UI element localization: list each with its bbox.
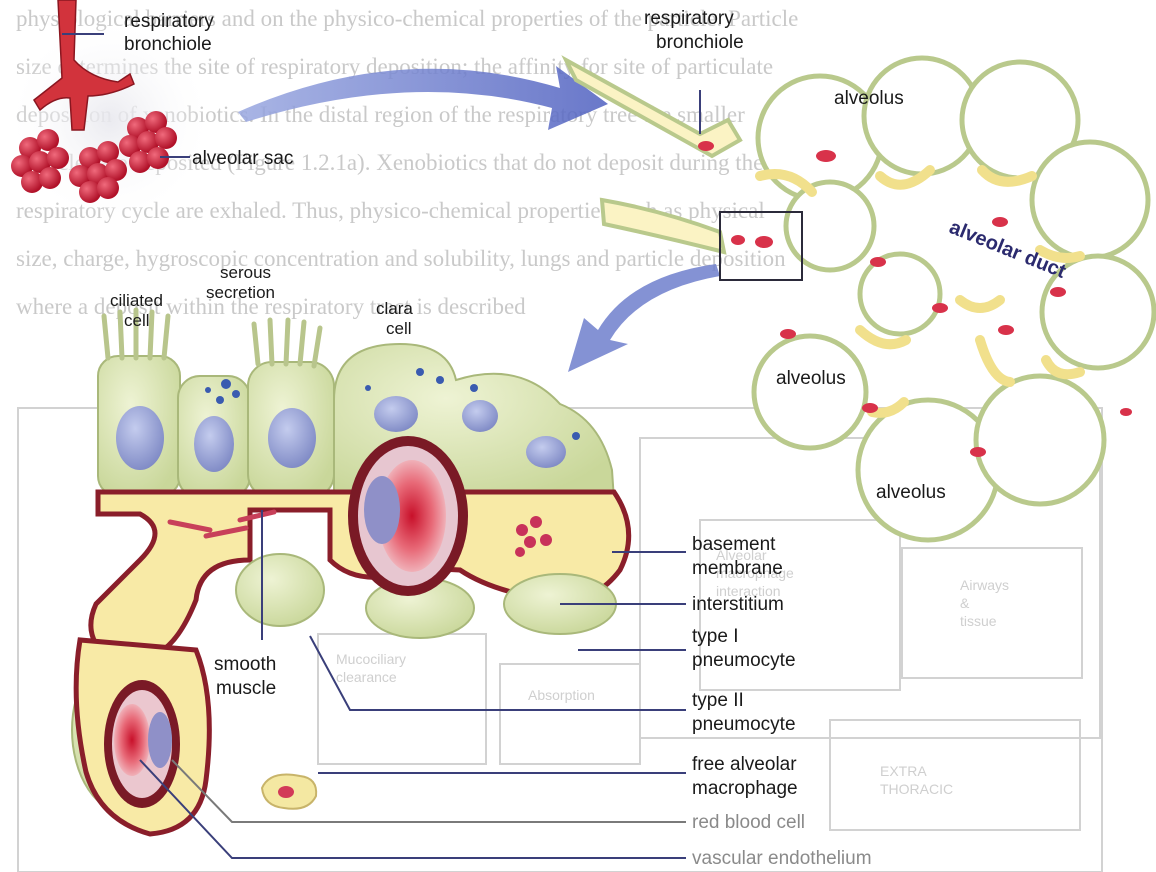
bronchiole-wall-cross-section xyxy=(72,310,629,834)
label-basement-membrane-1: basement xyxy=(692,534,776,555)
background-box-label: clearance xyxy=(336,669,397,685)
label-serous-secretion-1: serous xyxy=(220,263,271,282)
label-red-blood-cell: red blood cell xyxy=(692,812,805,833)
label-interstitium: interstitium xyxy=(692,594,784,615)
lower-capillary xyxy=(104,680,180,808)
label-free-alveolar-macrophage-1: free alveolar xyxy=(692,754,797,775)
epithelial-cell-row xyxy=(98,310,614,500)
label-respiratory-bronchiole-right-1: respiratory xyxy=(644,8,734,29)
alveolar-duct-illustration xyxy=(566,58,1154,540)
label-alveolar-sac: alveolar sac xyxy=(192,148,293,169)
label-respiratory-bronchiole-top-1: respiratory xyxy=(124,11,214,32)
label-alveolus-mid: alveolus xyxy=(776,368,846,389)
background-box-label: Absorption xyxy=(528,687,595,703)
label-type-ii-pneumocyte-1: type II xyxy=(692,690,744,711)
background-box-label: THORACIC xyxy=(880,781,953,797)
label-smooth-muscle-2: muscle xyxy=(216,678,276,699)
label-clara-cell-1: clara xyxy=(376,299,413,318)
label-ciliated-cell-2: cell xyxy=(124,311,150,330)
label-smooth-muscle-1: smooth xyxy=(214,654,276,675)
background-box-label: & xyxy=(960,595,970,611)
background-box-label: tissue xyxy=(960,613,997,629)
label-type-i-pneumocyte-2: pneumocyte xyxy=(692,650,796,671)
label-basement-membrane-2: membrane xyxy=(692,558,783,579)
label-respiratory-bronchiole-right-2: bronchiole xyxy=(656,32,744,53)
background-box-label: Airways xyxy=(960,577,1009,593)
label-ciliated-cell-1: ciliated xyxy=(110,291,163,310)
label-type-i-pneumocyte-1: type I xyxy=(692,626,738,647)
zoom-arrow-down-left xyxy=(568,264,720,372)
label-clara-cell-2: cell xyxy=(386,319,412,338)
label-serous-secretion-2: secretion xyxy=(206,283,275,302)
label-respiratory-bronchiole-top-2: bronchiole xyxy=(124,34,212,55)
capillary-vessel xyxy=(348,436,468,596)
label-alveolus-top: alveolus xyxy=(834,88,904,109)
label-vascular-endothelium: vascular endothelium xyxy=(692,848,872,869)
background-box-label: EXTRA xyxy=(880,763,927,779)
label-type-ii-pneumocyte-2: pneumocyte xyxy=(692,714,796,735)
label-alveolus-bottom: alveolus xyxy=(876,482,946,503)
label-free-alveolar-macrophage-2: macrophage xyxy=(692,778,798,799)
background-text-line: size, charge, hygroscopic concentration … xyxy=(16,246,786,271)
background-box-label: Mucociliary xyxy=(336,651,406,667)
